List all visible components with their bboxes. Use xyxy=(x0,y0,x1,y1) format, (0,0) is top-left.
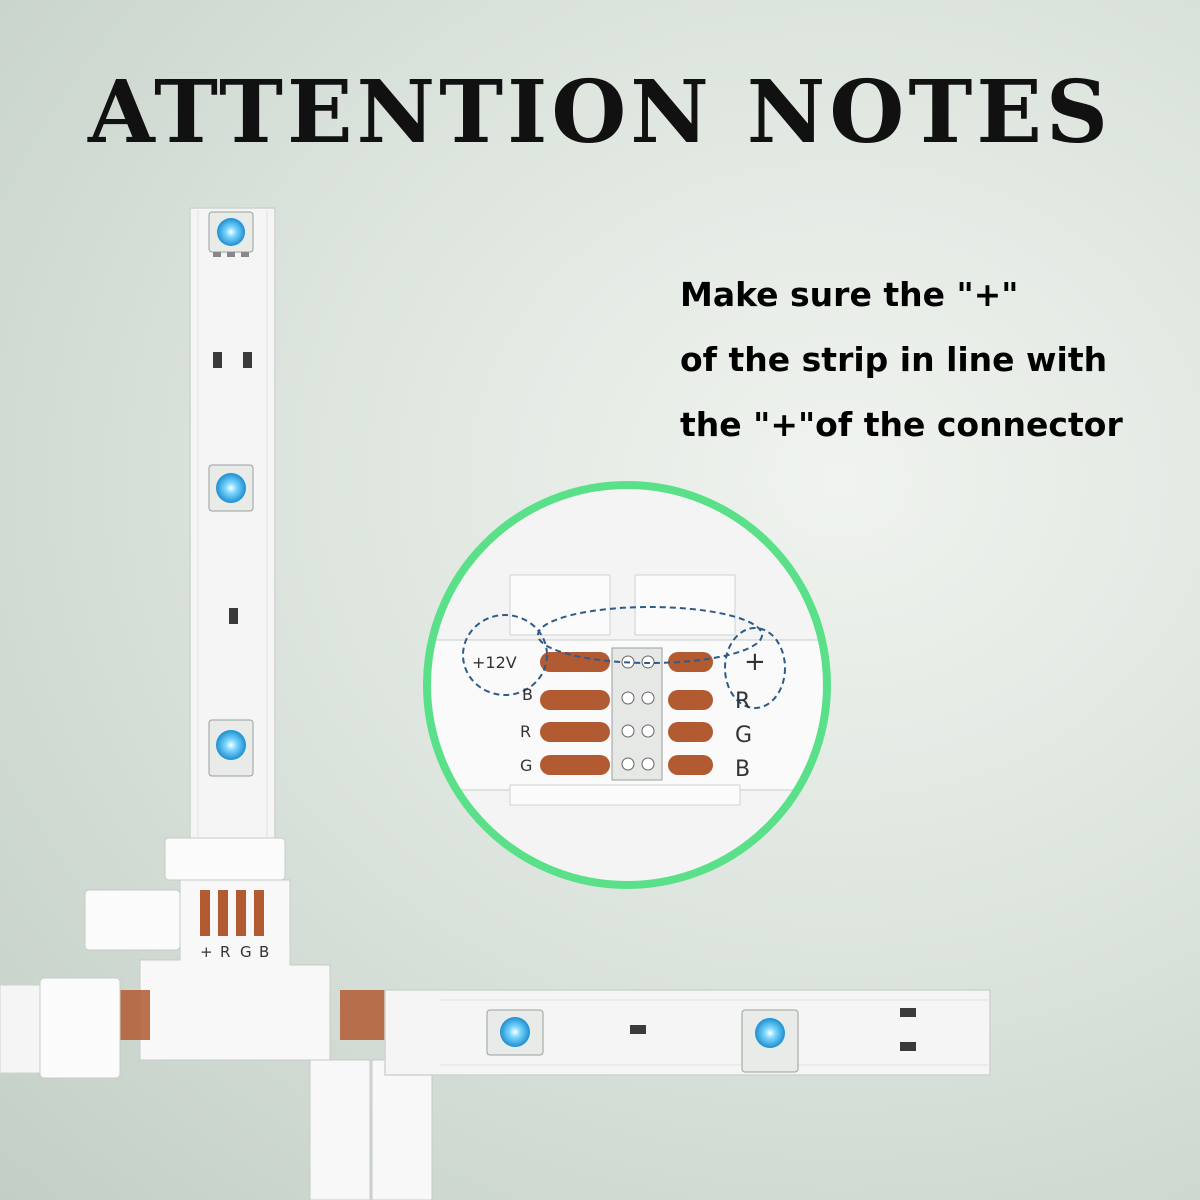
zoom-label-g2: G xyxy=(735,723,752,748)
highlight-ellipse-left xyxy=(462,614,548,696)
highlight-ellipse-right xyxy=(724,627,786,709)
zoom-label-plus: + xyxy=(744,647,766,677)
zoom-label-g: G xyxy=(520,756,532,775)
led-chip xyxy=(208,211,254,257)
resistor xyxy=(213,352,252,368)
zoom-label-r2: R xyxy=(735,689,750,714)
note-line-3: the "+"of the connector xyxy=(680,405,1123,444)
zoom-detail: +12V B R G + R G B xyxy=(423,481,831,889)
zoom-label-b: B xyxy=(522,685,533,704)
led-chip xyxy=(208,464,254,512)
connector-label-plus: + xyxy=(200,943,213,961)
horizontal-led-strip xyxy=(384,989,991,1076)
t-connector: + R G B xyxy=(84,837,433,1200)
led-chip xyxy=(741,1009,799,1073)
connector-label-b: B xyxy=(259,943,269,961)
zoom-label-12v: +12V xyxy=(472,653,517,672)
connector-label-g: G xyxy=(240,943,252,961)
attention-note: Make sure the "+" of the strip in line w… xyxy=(680,262,1180,457)
led-chip xyxy=(208,719,254,777)
resistor xyxy=(630,1025,646,1034)
connector-pins xyxy=(200,890,264,936)
resistor xyxy=(229,608,238,624)
vertical-led-strip xyxy=(189,207,276,849)
left-led-strip xyxy=(0,977,121,1079)
led-chip xyxy=(486,1009,544,1056)
connector-label-r: R xyxy=(220,943,230,961)
note-line-1: Make sure the "+" xyxy=(680,275,1019,314)
page-title: ATTENTION NOTES xyxy=(88,62,1112,163)
note-line-2: of the strip in line with xyxy=(680,340,1108,379)
resistor xyxy=(900,1008,916,1051)
highlight-ellipse-center xyxy=(537,606,763,664)
zoom-ring xyxy=(423,481,831,889)
zoom-label-r: R xyxy=(520,722,531,741)
zoom-label-b2: B xyxy=(735,757,750,782)
zoom-contact-pins xyxy=(611,647,663,781)
zoom-copper-pads xyxy=(540,652,713,775)
